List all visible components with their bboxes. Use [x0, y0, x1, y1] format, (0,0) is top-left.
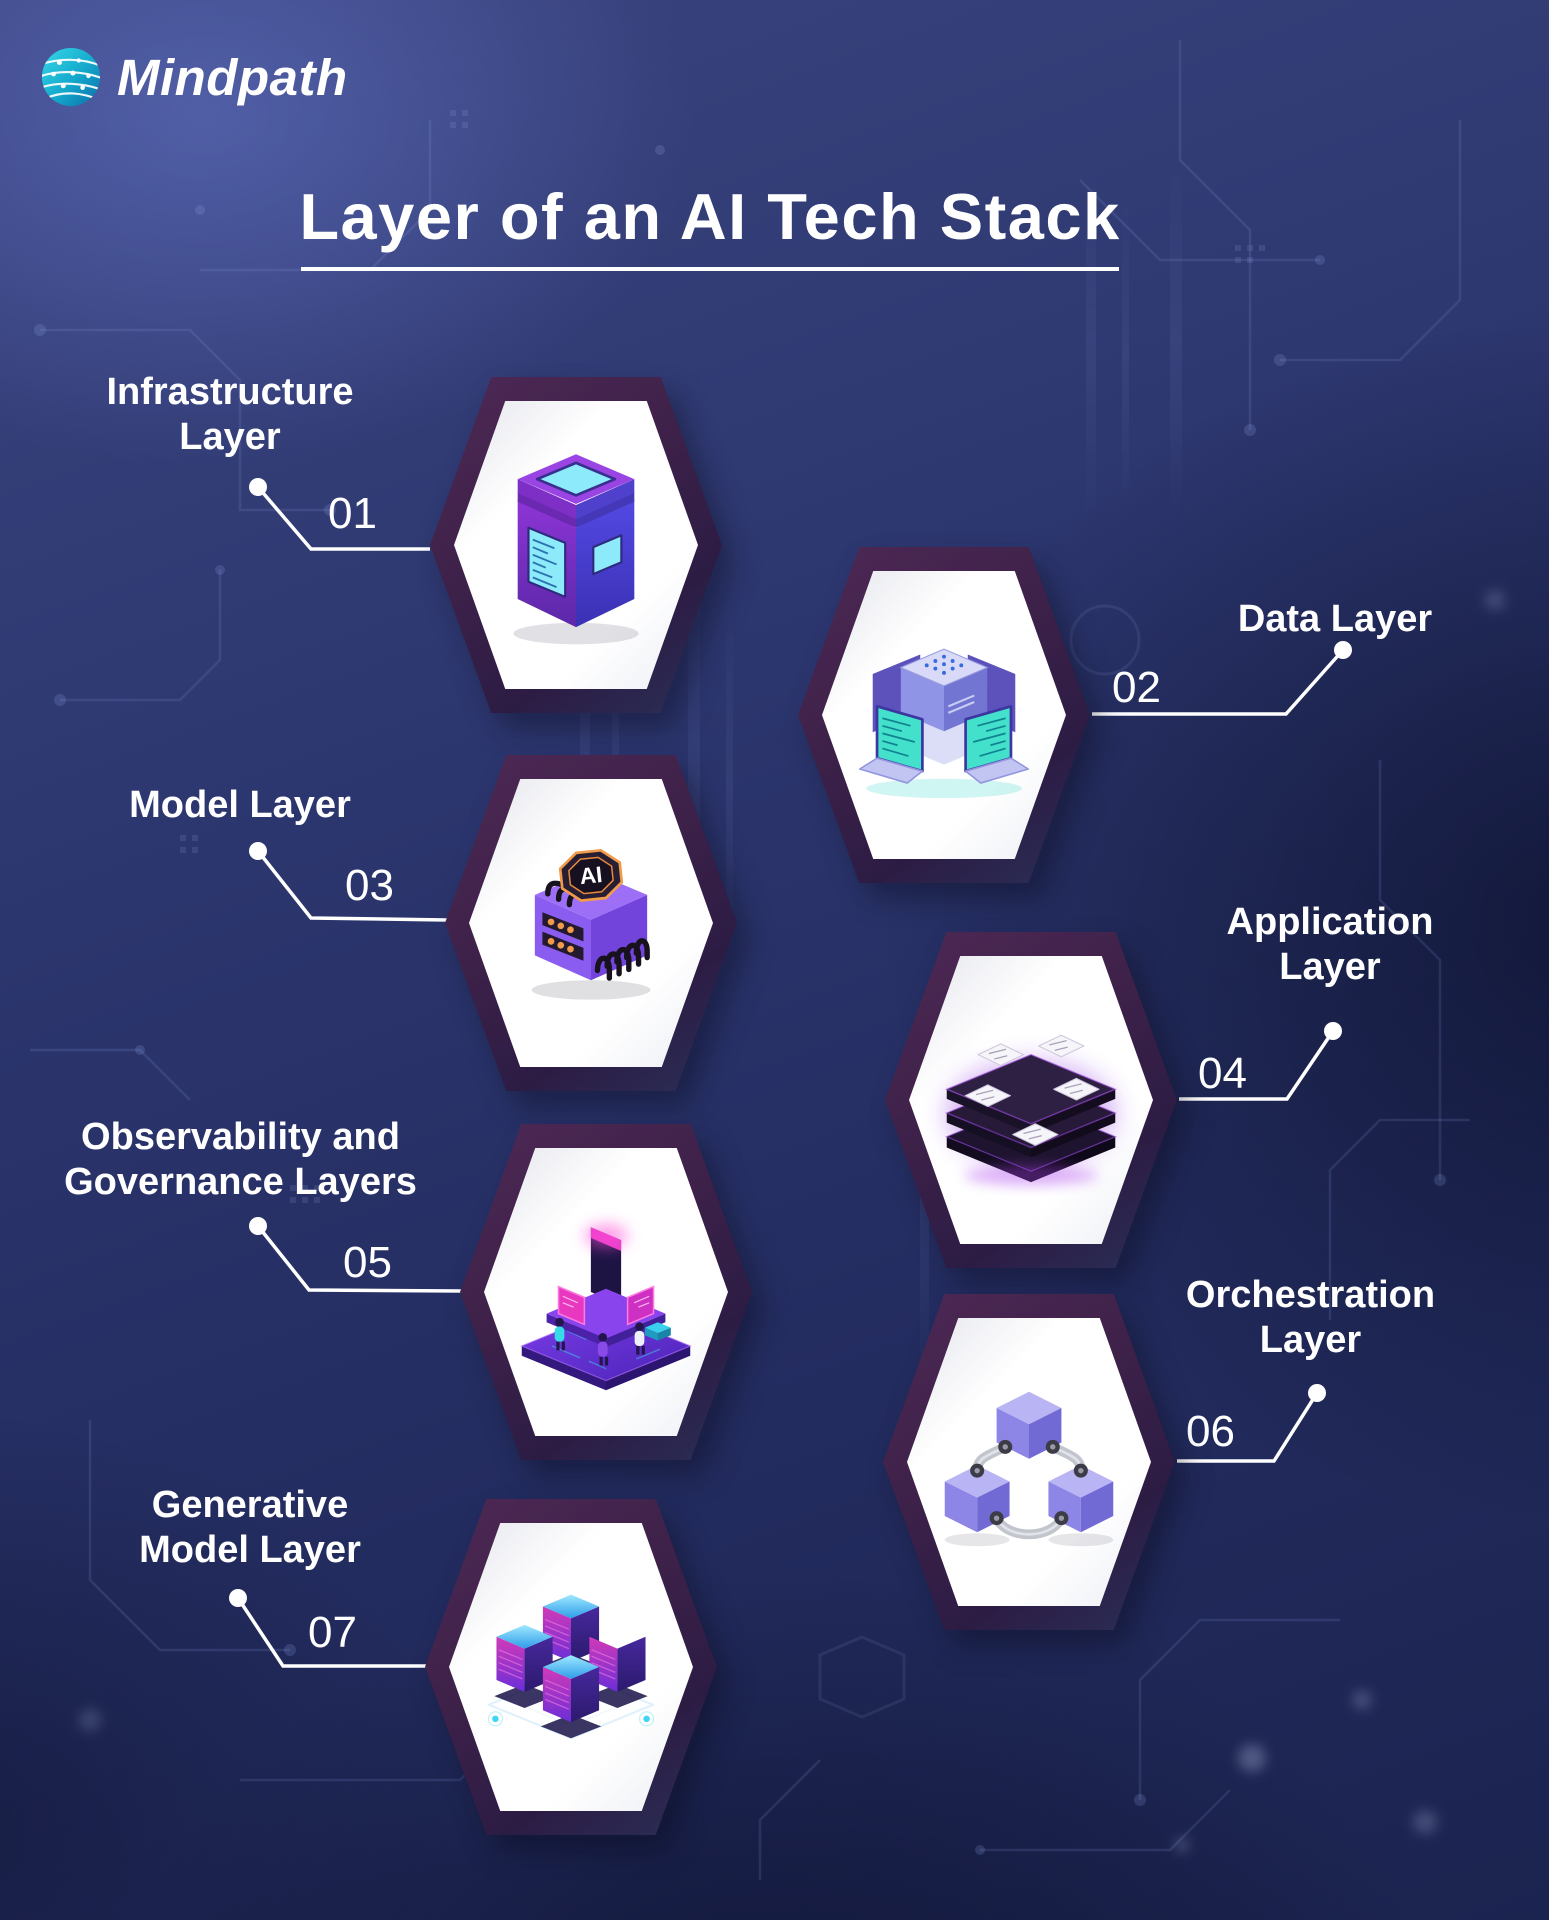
hexagon-face — [449, 1523, 693, 1811]
connector-line-04 — [1179, 1030, 1335, 1101]
connector-line-02 — [1092, 648, 1345, 716]
hexagon-face — [484, 1148, 728, 1436]
number-05: 05 — [343, 1238, 392, 1287]
label-generative-model-layer: Generative Model Layer — [139, 1484, 361, 1571]
title-underline — [301, 267, 1119, 272]
hexagon-generative — [425, 1499, 717, 1835]
number-04: 04 — [1198, 1049, 1247, 1098]
label-application-layer: Application Layer — [1226, 901, 1434, 988]
label-infrastructure-layer: Infrastructure Layer — [106, 371, 354, 458]
connector-dot-01 — [249, 478, 267, 496]
hexagon-face — [909, 956, 1153, 1244]
label-model-layer: Model Layer — [129, 784, 351, 826]
number-03: 03 — [345, 861, 394, 910]
brand-name: Mindpath — [117, 48, 348, 106]
hexagon-data — [798, 547, 1090, 883]
globe-network-icon — [41, 47, 101, 107]
number-06: 06 — [1186, 1407, 1235, 1456]
number-07: 07 — [308, 1608, 357, 1657]
data-network-icon — [858, 648, 1030, 799]
orchestration-cubes-icon — [944, 1391, 1114, 1547]
connector-dot-03 — [249, 842, 267, 860]
connector-dot-07 — [229, 1589, 247, 1607]
connector-dot-04 — [1324, 1022, 1342, 1040]
generative-servers-icon — [487, 1594, 655, 1740]
label-observability-governance-layers: Observability and Governance Layers — [64, 1116, 417, 1203]
label-data-layer: Data Layer — [1237, 598, 1433, 640]
observability-platform-icon — [520, 1223, 692, 1391]
connector-dot-06 — [1308, 1384, 1326, 1402]
connector-line-06 — [1177, 1392, 1319, 1463]
connector-dot-05 — [249, 1217, 267, 1235]
hexagon-face: AI — [469, 779, 713, 1067]
hexagon-face — [907, 1318, 1151, 1606]
connector-line-05 — [256, 1224, 463, 1293]
number-01: 01 — [328, 489, 377, 538]
connector-line-01 — [256, 485, 430, 551]
connector-line-07 — [236, 1597, 427, 1668]
server-tower-icon — [513, 454, 639, 645]
hexagon-model: AI — [445, 755, 737, 1091]
number-02: 02 — [1112, 663, 1161, 712]
hexagon-infrastructure — [430, 377, 722, 713]
title-block: Layer of an AI Tech Stack — [130, 180, 1290, 272]
brand-logo: Mindpath — [40, 46, 348, 108]
hexagon-application — [885, 932, 1177, 1268]
ai-badge-text: AI — [578, 861, 603, 889]
ai-chip-icon: AI — [531, 848, 651, 1000]
connector-line-03 — [256, 849, 448, 922]
hexagon-observability — [460, 1124, 752, 1460]
application-stack-icon — [944, 1034, 1118, 1186]
connector-dot-02 — [1334, 641, 1352, 659]
label-orchestration-layer: Orchestration Layer — [1185, 1274, 1436, 1361]
page-title: Layer of an AI Tech Stack — [299, 180, 1121, 253]
hexagon-face — [454, 401, 698, 689]
hexagon-orchestration — [883, 1294, 1175, 1630]
hexagon-face — [822, 571, 1066, 859]
